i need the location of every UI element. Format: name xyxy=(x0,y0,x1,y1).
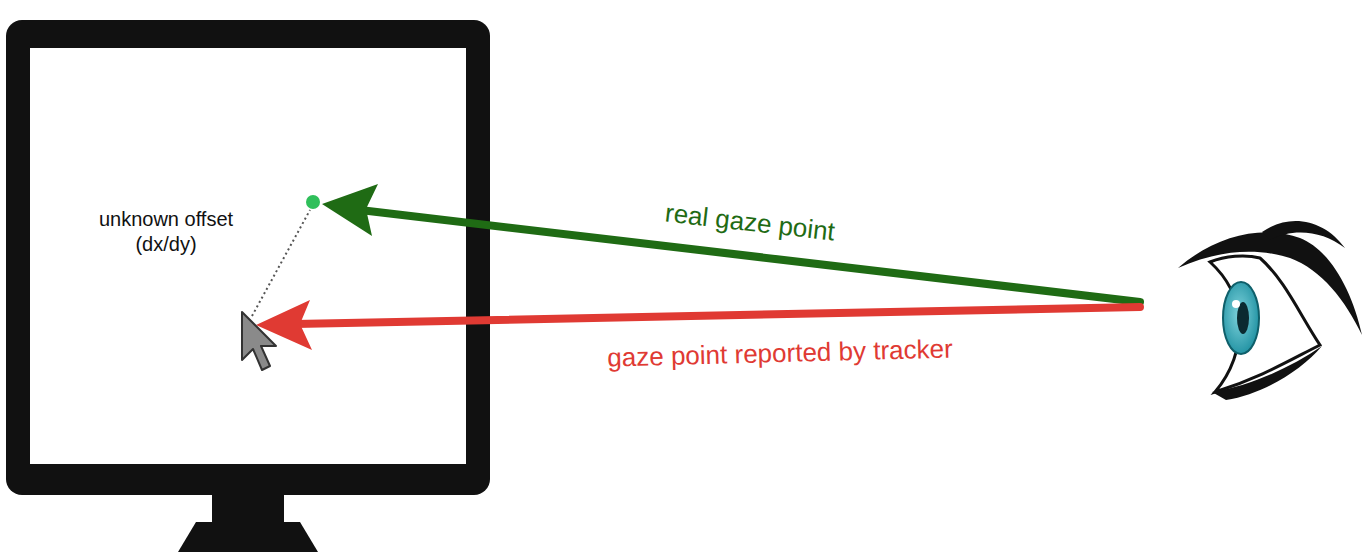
gaze-dot xyxy=(306,195,320,209)
offset-line xyxy=(252,210,310,316)
monitor-frame xyxy=(6,20,490,495)
real-gaze-arrow xyxy=(322,184,1140,302)
eye-symbol xyxy=(1178,221,1362,400)
monitor-stand xyxy=(178,490,318,552)
monitor-screen xyxy=(30,48,466,464)
offset-label: unknown offset (dx/dy) xyxy=(88,207,244,257)
arrow-label: gaze point reported by tracker xyxy=(560,331,1001,375)
mouse-cursor xyxy=(242,312,276,370)
